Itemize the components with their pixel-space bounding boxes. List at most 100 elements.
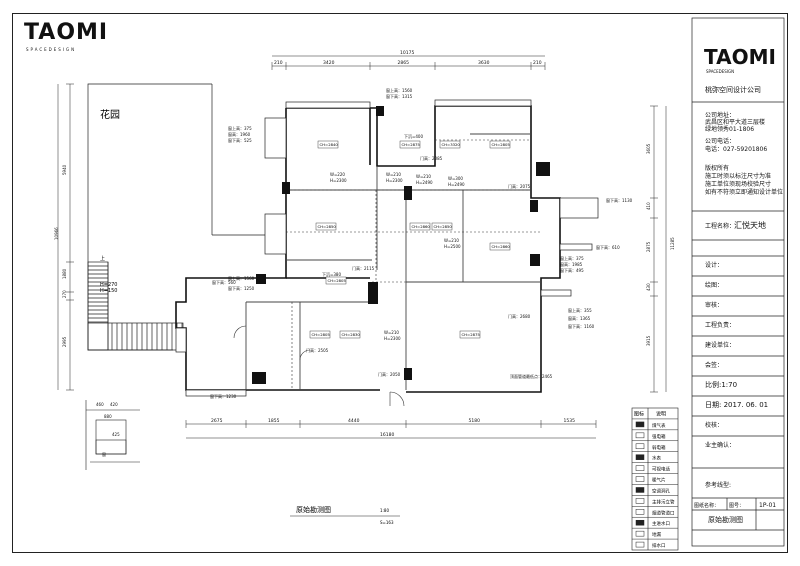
ceiling-height: CH=2830 xyxy=(342,332,361,337)
address-line-1: 武昌区和平大道三层楼 xyxy=(705,118,765,126)
note-3: 如有不符须立即通知设计单位 xyxy=(705,188,783,196)
row-countersign: 会签： xyxy=(705,361,723,369)
legend-item: 排水口 xyxy=(652,542,666,549)
plan-annotation: 顶面管道最低点：2465 xyxy=(510,373,553,379)
project-label: 工程名称： xyxy=(705,222,735,230)
svg-text:880: 880 xyxy=(104,414,112,419)
row-design: 设计： xyxy=(705,261,723,269)
plan-annotation: 窗下高：1250 xyxy=(228,285,255,291)
ceiling-height: CH=2850 xyxy=(434,224,453,229)
plan-annotation: 窗下高：1130 xyxy=(606,197,633,203)
dim-top: 2865 xyxy=(398,60,410,66)
legend-header-desc: 说明 xyxy=(656,411,666,418)
dim-top: 210 xyxy=(274,60,283,66)
address-line-2: 绿地领秀01-1806 xyxy=(705,125,754,133)
dim-right: 3605 xyxy=(646,143,651,154)
plan-annotation: 窗高：1960 xyxy=(228,131,251,137)
plan-annotation: H=2300 xyxy=(386,178,403,183)
plan-annotation: 窗下高：1315 xyxy=(386,93,413,99)
dim-bottom: 1855 xyxy=(268,418,280,424)
legend-symbol-icon xyxy=(635,432,645,439)
dim-bottom-total: 16180 xyxy=(380,432,394,438)
phone-label: 公司电话： xyxy=(705,137,735,145)
plan-annotation: 窗下高：495 xyxy=(560,267,584,273)
company-name: 桃弥空间设计公司 xyxy=(705,85,761,94)
garden-label: 花园 xyxy=(100,108,120,121)
plan-annotation: W=210 xyxy=(444,238,459,243)
stair-height-1: H=270 xyxy=(100,282,118,288)
plan-annotation: 窗上高：1560 xyxy=(386,87,413,93)
dim-right: 410 xyxy=(646,202,651,210)
dim-left: 2995 xyxy=(62,336,67,347)
plan-annotation: H=2300 xyxy=(330,178,347,183)
caption-scale: 1:80 xyxy=(380,508,389,513)
drawing-no-label: 图号： xyxy=(729,503,744,509)
legend-symbol-icon xyxy=(635,443,645,450)
drawing-title: 原始勘测图 xyxy=(708,515,743,524)
dim-right-total: 11285 xyxy=(670,237,675,250)
dimension-lines xyxy=(57,55,667,439)
ceiling-height: CH=2850 xyxy=(318,224,337,229)
dim-top-total: 10175 xyxy=(400,50,414,56)
ceiling-height: CH=3320 xyxy=(442,142,461,147)
copyright: 版权所有 xyxy=(705,164,729,172)
dim-right: 430 xyxy=(646,283,651,291)
legend-item: 暖气片 xyxy=(652,477,666,484)
caption-area: S=163 xyxy=(380,520,394,525)
plan-annotation: H=2490 xyxy=(416,180,433,185)
plan-annotations: 窗上高：1560窗下高：1315下沉=400门高：2085窗上高：375窗高：1… xyxy=(210,87,633,399)
legend-symbol-icon xyxy=(635,487,645,493)
dim-left: 270 xyxy=(62,290,67,298)
plan-annotation: 窗高：1985 xyxy=(560,261,583,267)
legend-symbol-icon xyxy=(635,541,645,548)
plan-annotation: 门高：2680 xyxy=(508,313,531,319)
row-draw: 绘图： xyxy=(705,281,723,289)
legend-item: 烟道管道口 xyxy=(652,509,675,516)
plan-annotation: 窗上高：375 xyxy=(228,125,252,131)
legend-symbol-icon xyxy=(635,509,645,515)
title-block xyxy=(691,17,785,547)
ceiling-height: CH=2805 xyxy=(328,278,347,283)
legend-item: 煤气表 xyxy=(652,422,666,429)
legend-symbol-icon xyxy=(635,498,645,504)
dim-left: 1880 xyxy=(62,268,67,279)
legend-symbol-icon xyxy=(635,476,645,482)
dim-right: 3915 xyxy=(646,335,651,346)
row-client: 建设单位： xyxy=(705,341,735,349)
plan-annotation: 窗上高：375 xyxy=(560,255,584,261)
row-engineer: 工程负责： xyxy=(705,321,735,329)
dim-top: 3630 xyxy=(478,60,490,66)
legend-rows: 图标说明煤气表强电箱弱电箱水表可视电话暖气片空调洞孔主排污立管烟道管道口主进水口… xyxy=(632,411,678,549)
svg-text:425: 425 xyxy=(112,432,120,437)
row-review: 审核： xyxy=(705,301,723,309)
dim-left-total: 10966 xyxy=(54,227,59,240)
plan-annotation: W=210 xyxy=(386,172,401,177)
note-2: 施工单位须现场校验尺寸 xyxy=(705,180,771,188)
svg-text:460: 460 xyxy=(96,402,104,407)
ceiling-height: CH=2840 xyxy=(320,142,339,147)
plan-annotation: 窗下高：1230 xyxy=(210,393,237,399)
windows xyxy=(175,99,599,397)
plan-annotation: W=210 xyxy=(384,330,399,335)
small-detail xyxy=(85,400,140,470)
plan-annotation: 窗下高：610 xyxy=(596,244,620,250)
dim-left: 5940 xyxy=(62,164,67,175)
dim-bottom: 2675 xyxy=(211,418,223,424)
plan-annotation: 门高：2085 xyxy=(420,155,443,161)
small-detail-labels: 460 420 880 425 窗 xyxy=(96,402,120,457)
project-name: 汇悦天地 xyxy=(734,220,766,230)
plan-annotation: 窗上高：1560 xyxy=(228,275,255,281)
legend-item: 主排污立管 xyxy=(652,498,675,505)
plan-annotation: 窗上高：355 xyxy=(568,307,592,313)
sheet-frame xyxy=(12,13,788,553)
ref-line-label: 参考线型: xyxy=(705,481,731,489)
plan-annotation: 窗下高：1160 xyxy=(568,323,595,329)
stair-height-2: H=150 xyxy=(100,288,118,294)
legend-item: 弱电箱 xyxy=(652,444,666,451)
plan-annotation: 窗高：1365 xyxy=(568,315,591,321)
plan-annotation: 门高：2075 xyxy=(508,183,531,189)
logo-wordmark: TAOMI xyxy=(24,20,109,45)
legend-symbol-icon xyxy=(635,465,645,471)
plan-annotation: 窗下高：560 xyxy=(212,279,236,285)
